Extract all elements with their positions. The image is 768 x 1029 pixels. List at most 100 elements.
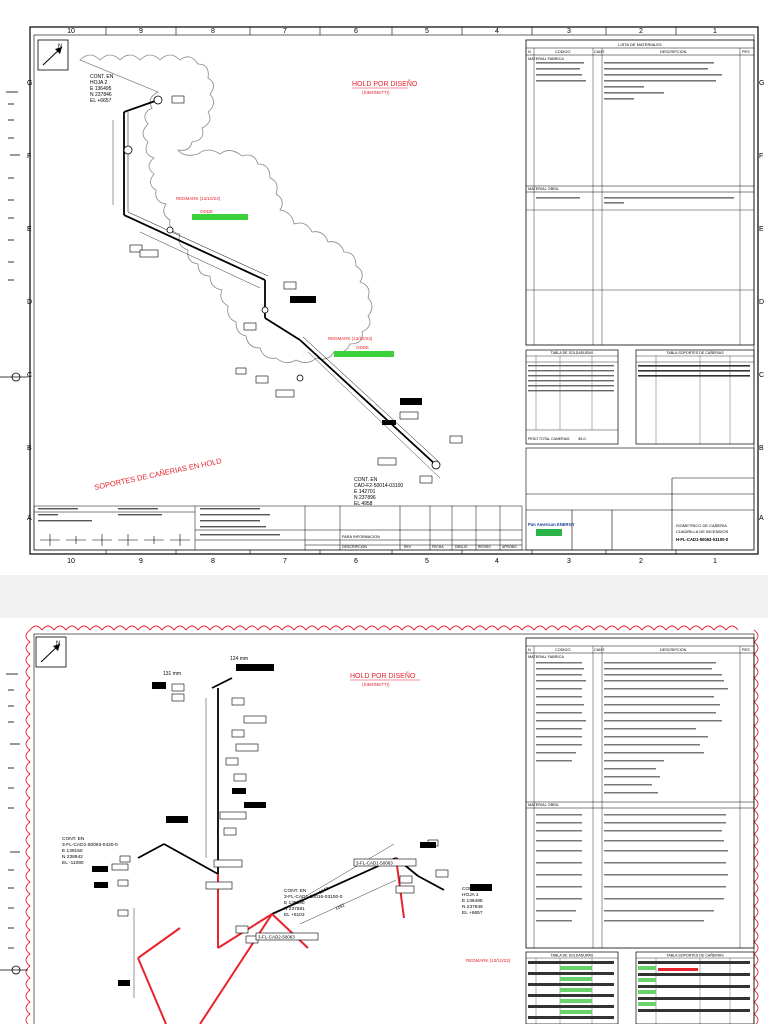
grid-row-label: B — [759, 445, 764, 452]
grid-row-label: A — [27, 515, 32, 522]
pipe-route — [123, 99, 437, 466]
revision-note: PARA INFORMACION — [342, 535, 380, 539]
redmark-label: REDMARK (13/10/23) — [328, 336, 373, 341]
table-col-header: DESCRIPCION — [660, 648, 687, 652]
table-section: MATERIAL FABRICA — [528, 57, 564, 61]
grid-col-label: 3 — [567, 28, 571, 35]
isometric-drawing-1: 10 9 8 7 6 5 4 3 2 1 10 9 8 7 6 5 4 3 2 … — [0, 26, 764, 565]
revision-col-header: FECHA — [432, 545, 444, 549]
grid-row-label: G — [27, 80, 32, 87]
grid-col-label: 2 — [639, 558, 643, 565]
grid-col-label: 9 — [139, 558, 143, 565]
table-section: MATERIAL FABRICA — [528, 655, 564, 659]
table-col-header: DESCRIPCION — [660, 50, 687, 54]
margin-ticks — [0, 91, 28, 382]
line-tag-box — [353, 858, 417, 867]
cont-label: CONT. EN — [62, 836, 85, 842]
support-table-title: TABLA SOPORTES DE CAÑERIAS — [666, 350, 724, 355]
hold-subtitle: (SIMONETTI) — [362, 90, 390, 95]
cont-label: N 237846 — [462, 904, 483, 910]
grid-col-label: 8 — [211, 558, 215, 565]
grid-col-label: 3 — [567, 558, 571, 565]
red-cloud-border — [25, 625, 759, 1027]
north-arrow-box — [35, 636, 67, 668]
company-logo: Pan American ENERGY — [528, 522, 575, 527]
line-tag: 3-FL-CAD1-50063 — [356, 861, 393, 866]
grid-col-label: 10 — [67, 28, 75, 35]
dimension-lines — [133, 698, 397, 998]
redmark-label: REDMARK (13/10/23) — [176, 196, 221, 201]
grid-col-label: 10 — [67, 558, 75, 565]
drawing-sheet-1: 10 9 8 7 6 5 4 3 2 1 10 9 8 7 6 5 4 3 2 … — [0, 26, 765, 565]
drawing-sheet-2: N HOLD POR DISEÑO (SIMONETTI) REDMARK (1… — [0, 618, 768, 1027]
grid-col-label: 6 — [354, 28, 358, 35]
cont-label: CONT. DE — [462, 886, 484, 892]
total-weight-value: 35.0 — [578, 436, 587, 441]
grid-row-label: A — [759, 515, 764, 522]
supports — [290, 296, 422, 425]
cont-label: N 237846 — [90, 92, 112, 98]
cont-label: N 237896 — [354, 495, 376, 501]
table-col-header: CANT. — [594, 50, 605, 54]
support-rows — [638, 365, 750, 377]
cont-label: CONT. EN — [354, 477, 378, 483]
weld-symbols — [40, 534, 190, 546]
table-row-fill — [536, 62, 734, 204]
north-label: N — [56, 641, 60, 647]
title-block — [525, 447, 755, 551]
material-table — [525, 637, 755, 949]
cont-label: CONT. EN — [284, 888, 307, 894]
cont-label: HOJA 1 — [462, 892, 479, 898]
grid-row-label: F — [759, 153, 763, 160]
grid-row-label: B — [27, 445, 32, 452]
weld-table-title: TABLA DE SOLDADURAS — [551, 351, 594, 355]
dimension-label: 1162 — [334, 902, 345, 911]
revision-col-header: APROBO — [502, 545, 517, 549]
redmark-label: REDMARK (13/10/23) — [466, 958, 511, 963]
drawing-title: CUADRILLA DE INCENDIOS — [676, 529, 729, 534]
grid-col-label: 7 — [283, 28, 287, 35]
cont-label: N 237581 — [284, 906, 305, 912]
isometric-drawing-2: N HOLD POR DISEÑO (SIMONETTI) REDMARK (1… — [0, 625, 759, 1027]
redmark-label-b: ODDE — [200, 209, 213, 214]
grid-col-label: 2 — [639, 28, 643, 35]
grid-row-label: C — [27, 372, 32, 379]
grid-col-label: 1 — [713, 28, 717, 35]
grid-col-label: 4 — [495, 558, 499, 565]
grid-col-label: 7 — [283, 558, 287, 565]
north-label: N — [58, 44, 62, 50]
table-section: MATERIAL OBRA — [528, 803, 559, 807]
table-row-fill — [536, 662, 728, 922]
fitting-markers — [123, 95, 441, 470]
table-col-header: N — [528, 648, 531, 652]
grid-col-label: 5 — [425, 558, 429, 565]
dimension-lines — [112, 120, 441, 479]
cont-label: EL +6657 — [90, 98, 112, 104]
grid-col-label: 5 — [425, 28, 429, 35]
hold-subtitle: (SIMONETTI) — [362, 682, 390, 687]
weld-table — [525, 349, 619, 445]
cont-label: E 139150 — [62, 848, 83, 854]
pipe-route — [137, 677, 445, 915]
grid-row-label: E — [27, 226, 32, 233]
dimension-label: 1642 — [318, 886, 330, 895]
grid-row-label: F — [27, 153, 31, 160]
revision-block — [33, 505, 523, 551]
weld-rows — [528, 961, 614, 1019]
grid-row-label: D — [27, 299, 32, 306]
line-tag: 3-FL-CAD2-50063 — [258, 935, 295, 940]
grid-row-label: E — [759, 226, 764, 233]
grid-col-label: 4 — [495, 28, 499, 35]
cont-label: EL 4958 — [354, 501, 373, 507]
grid-row-label: C — [759, 372, 764, 379]
table-col-header: PES — [742, 648, 750, 652]
drawing-title: ISOMETRICO DE CAÑERIA — [676, 523, 727, 528]
grid-col-label: 9 — [139, 28, 143, 35]
redmark-green-tag — [334, 351, 394, 357]
cont-label: 3-FL-CAD1-50016-03100-0 — [284, 894, 343, 900]
cont-label: N 238942 — [62, 854, 83, 860]
revision-col-header: REVISO — [478, 545, 491, 549]
table-col-header: CODIGO — [555, 648, 570, 652]
cont-label: HOJA 2 — [90, 80, 107, 86]
doc-number: H-FL-CAD1-50063-03100-0 — [676, 537, 729, 542]
